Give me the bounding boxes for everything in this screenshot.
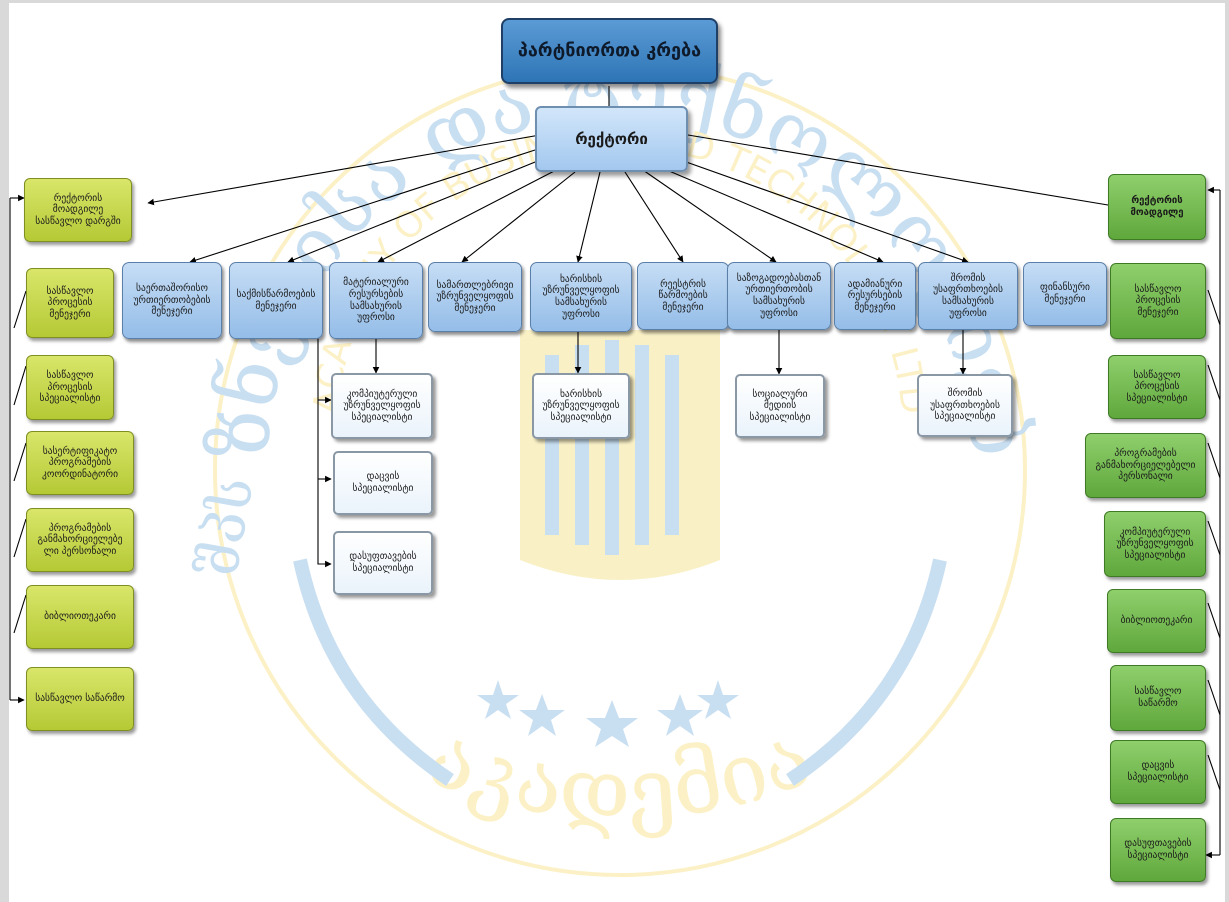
dept-registry: რეესტრის წარმოების მენეჯერი xyxy=(637,262,729,330)
left-training-enterprise: სასწავლო საწარმო xyxy=(26,667,134,731)
sub-occupational-safety-specialist: შრომის უსაფრთხოების სპეციალისტი xyxy=(917,374,1013,437)
dept-records-management: საქმისწარმოების მენეჯერი xyxy=(229,262,323,339)
frame-top-border xyxy=(0,0,1229,3)
dept-international-relations: საერთაშორისო ურთიერთობების მენეჯერი xyxy=(122,262,222,339)
right-training-enterprise: სასწავლო საწარმო xyxy=(1110,665,1206,731)
left-librarian: ბიბლიოთეკარი xyxy=(26,585,134,649)
partners-assembly-box: პარტნიორთა კრება xyxy=(501,18,718,84)
dept-human-resources: ადამიანური რესურსების მენეჯერი xyxy=(834,262,916,330)
left-education-process-manager: სასწავლო პროცესის მენეჯერი xyxy=(26,268,114,338)
sub-computer-support-specialist: კომპიუტერული უზრუნველყოფის სპეციალისტი xyxy=(331,373,433,439)
dept-finance: ფინანსური მენეჯერი xyxy=(1023,262,1107,326)
rector-box: რექტორი xyxy=(535,106,688,172)
dept-public-relations: საზოგადოებასთან ურთიერთობის სამსახურის უ… xyxy=(727,262,831,330)
right-security-specialist: დაცვის სპეციალისტი xyxy=(1110,740,1206,804)
left-program-staff: პროგრამების განმახორციელებე ლი პერსონალი xyxy=(26,508,134,572)
dept-quality-assurance: ხარისხის უზრუნველყოფის სამსახურის უფროსი xyxy=(530,262,632,332)
right-education-process-specialist: სასწავლო პროცესის სპეციალისტი xyxy=(1108,355,1206,419)
right-program-staff: პროგრამების განმახორციელებელი პერსონალი xyxy=(1085,433,1206,498)
right-education-process-manager: სასწავლო პროცესის მენეჯერი xyxy=(1110,263,1206,339)
dept-legal-support: სამართლებრივი უზრუნველყოფის მენეჯერი xyxy=(428,262,522,332)
watermark-laurel-icon xyxy=(293,558,947,786)
sub-security-specialist: დაცვის სპეციალისტი xyxy=(333,451,433,515)
left-deputy-rector-education: რექტორის მოადგილე სასწავლო დარგში xyxy=(24,178,132,242)
left-certificate-programs-coordinator: სასერტიფიკატო პროგრამების კოორდინატორი xyxy=(26,431,134,495)
dept-occupational-safety: შრომის უსაფრთხოების სამსახურის უფროსი xyxy=(918,262,1018,330)
dept-material-resources: მატერიალური რესურსების სამსახურის უფროსი xyxy=(329,262,423,339)
frame-left-border xyxy=(0,0,9,902)
right-cleaning-specialist: დასუფთავების სპეციალისტი xyxy=(1110,818,1206,882)
left-education-process-specialist: სასწავლო პროცესის სპეციალისტი xyxy=(26,355,114,420)
right-librarian: ბიბლიოთეკარი xyxy=(1107,589,1206,653)
sub-quality-assurance-specialist: ხარისხის უზრუნველყოფის სპეციალისტი xyxy=(532,373,630,439)
watermark-stars-icon xyxy=(477,680,739,747)
right-deputy-rector: რექტორის მოადგილე xyxy=(1108,174,1206,240)
right-computer-support-specialist: კომპიუტერული უზრუნველყოფის სპეციალისტი xyxy=(1104,511,1206,577)
sub-social-media-specialist: სოციალური მედიის სპეციალისტი xyxy=(735,374,825,438)
sub-cleaning-specialist: დასუფთავების სპეციალისტი xyxy=(333,531,433,595)
frame-right-border xyxy=(1225,0,1229,902)
